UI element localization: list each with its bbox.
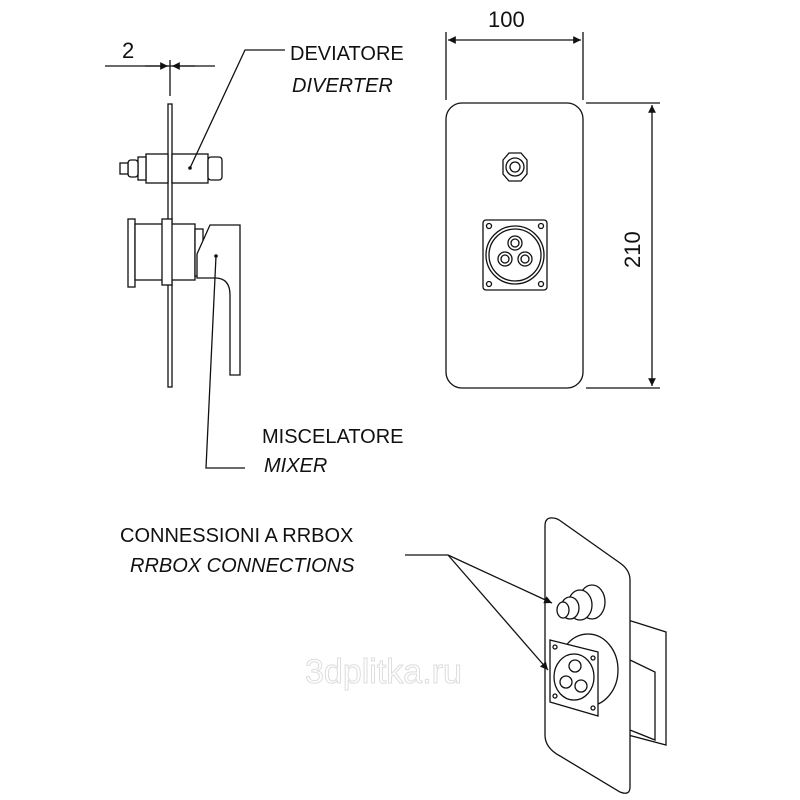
iso-mixer-cartridge xyxy=(549,633,619,717)
connection-arrow-diverter xyxy=(447,554,553,604)
iso-diverter-connector xyxy=(556,584,606,621)
watermark: 3dplitka.ru xyxy=(305,653,462,691)
height-dimension-label: 210 xyxy=(620,231,645,268)
diverter-connector-front xyxy=(502,152,528,182)
mixer-label-en: MIXER xyxy=(264,455,327,477)
diverter-label-it: DEVIATORE xyxy=(290,43,404,65)
mixer-label-it: MISCELATORE xyxy=(262,426,404,448)
diverter-cartridge xyxy=(119,153,223,184)
mixer-leader xyxy=(205,255,245,469)
side-view: 2 DEVIATORE DIVERTER MISCELATORE MIXER xyxy=(105,38,404,477)
front-view: 100 210 xyxy=(445,7,660,389)
isometric-view: CONNESSIONI A RRBOX RRBOX CONNECTIONS xyxy=(120,517,667,794)
connections-label-en: RRBOX CONNECTIONS xyxy=(130,555,355,577)
width-dimension-label: 100 xyxy=(488,7,525,32)
connections-label-it: CONNESSIONI A RRBOX xyxy=(120,525,353,547)
thickness-dimension-label: 2 xyxy=(122,38,134,63)
mixer-cartridge-front xyxy=(482,219,548,291)
diverter-label-en: DIVERTER xyxy=(292,75,393,97)
diverter-leader xyxy=(189,49,285,169)
mixer-side xyxy=(127,218,241,376)
connection-arrow-mixer xyxy=(447,554,549,671)
